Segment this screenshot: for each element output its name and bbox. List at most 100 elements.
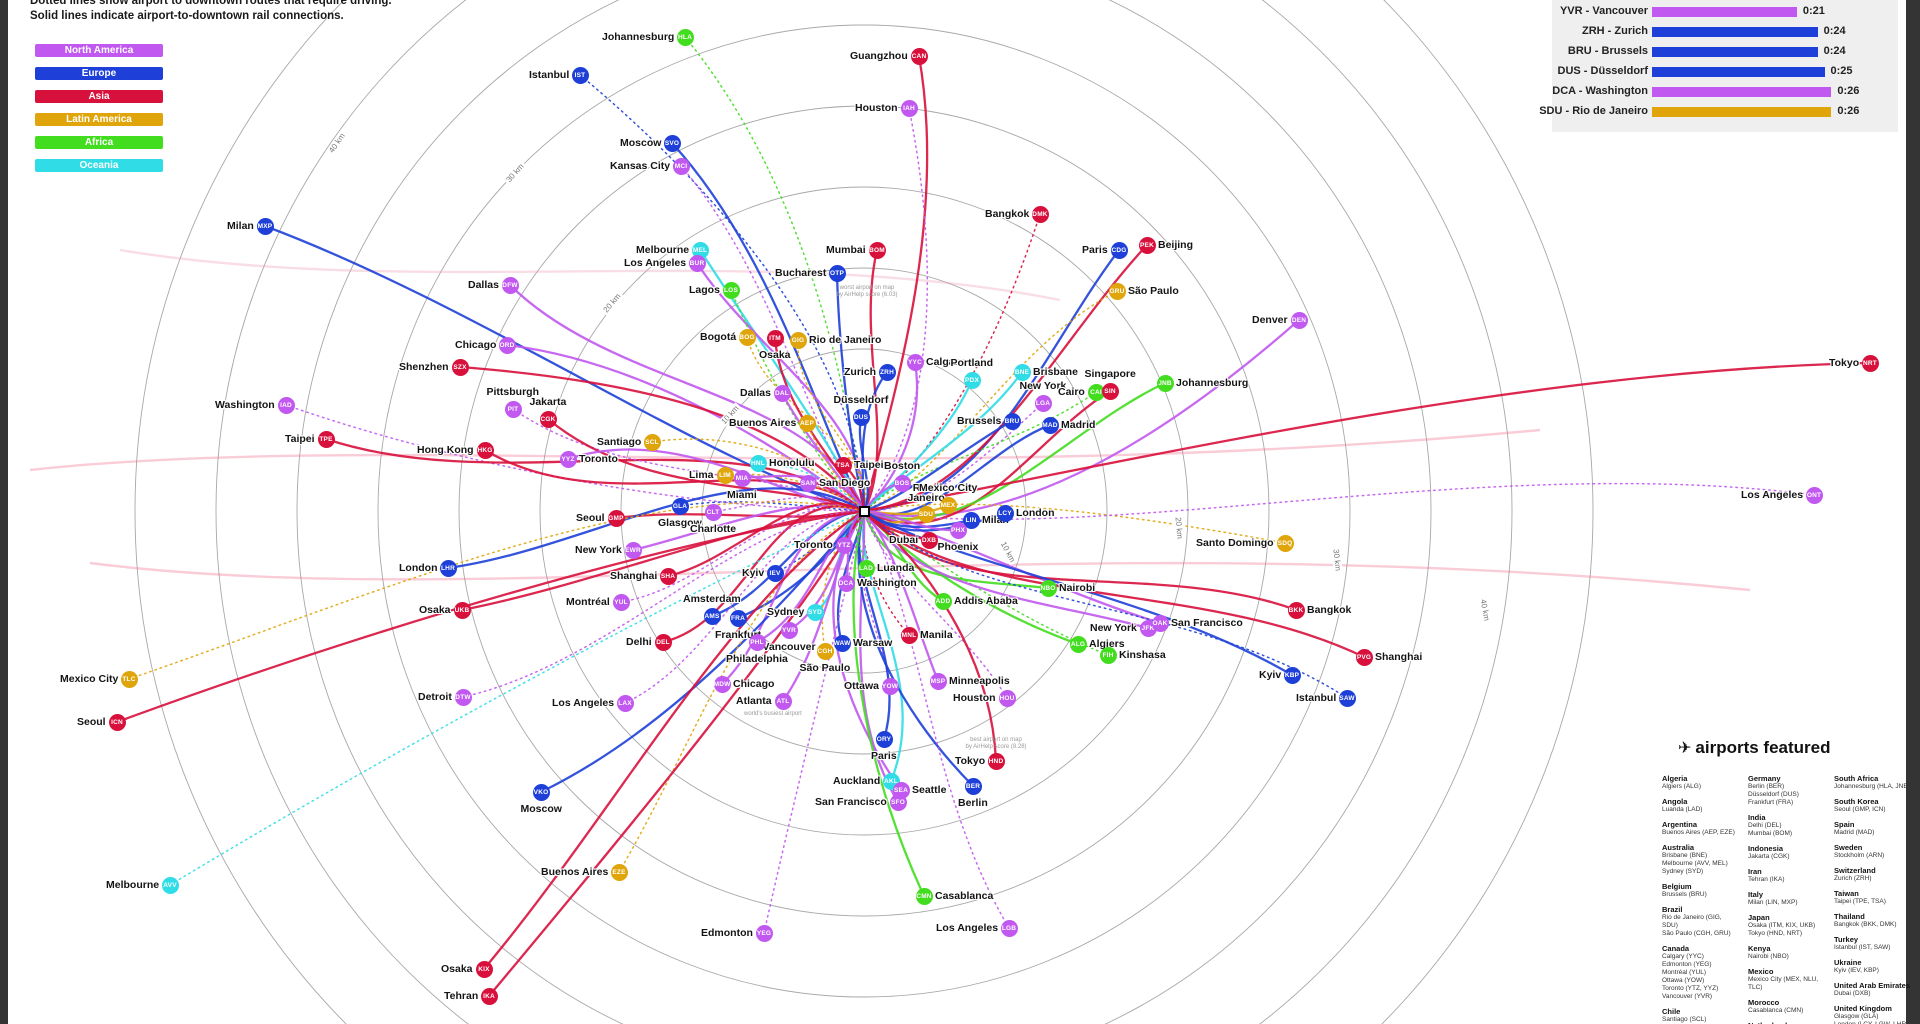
airport-badge-DMK[interactable]: DMK [1031, 205, 1049, 223]
airport-badge-DCA[interactable]: DCA [837, 574, 855, 592]
airport-badge-ADD[interactable]: ADD [934, 592, 952, 610]
airport-badge-MAD[interactable]: MAD [1041, 416, 1059, 434]
airport-badge-BRU[interactable]: BRU [1003, 412, 1021, 430]
airport-badge-ITM[interactable]: ITM [766, 329, 784, 347]
airport-badge-HKG[interactable]: HKG [476, 441, 494, 459]
airport-badge-LGB[interactable]: LGB [1000, 919, 1018, 937]
airport-badge-SVO[interactable]: SVO [663, 134, 681, 152]
airport-badge-EZE[interactable]: EZE [610, 863, 628, 881]
airport-badge-IAH[interactable]: IAH [900, 99, 918, 117]
airport-badge-YVR[interactable]: YVR [780, 621, 798, 639]
airport-badge-YEG[interactable]: YEG [755, 924, 773, 942]
airport-badge-MEX[interactable]: MEX [939, 496, 957, 514]
airport-badge-SHA[interactable]: SHA [659, 567, 677, 585]
airport-badge-SIN[interactable]: SIN [1101, 382, 1119, 400]
airport-badge-MXP[interactable]: MXP [256, 217, 274, 235]
airport-badge-LHR[interactable]: LHR [439, 559, 457, 577]
airport-badge-SYD[interactable]: SYD [806, 603, 824, 621]
airport-badge-TSA[interactable]: TSA [834, 456, 852, 474]
airport-badge-CDG[interactable]: CDG [1110, 241, 1128, 259]
airport-badge-PDX[interactable]: PDX [963, 371, 981, 389]
airport-badge-AEP[interactable]: AEP [798, 414, 816, 432]
airport-badge-LOS[interactable]: LOS [722, 281, 740, 299]
airport-badge-BOG[interactable]: BOG [738, 328, 756, 346]
airport-badge-SFO[interactable]: SFO [889, 793, 907, 811]
airport-badge-MCI[interactable]: MCI [672, 157, 690, 175]
airport-badge-JNB[interactable]: JNB [1156, 374, 1174, 392]
airport-badge-ZRH[interactable]: ZRH [878, 363, 896, 381]
airport-badge-DUS[interactable]: DUS [852, 408, 870, 426]
airport-badge-SAW[interactable]: SAW [1338, 689, 1356, 707]
airport-badge-CMN[interactable]: CMN [915, 887, 933, 905]
airport-badge-YUL[interactable]: YUL [612, 593, 630, 611]
airport-badge-GRU[interactable]: GRU [1108, 282, 1126, 300]
airport-badge-SCL[interactable]: SCL [643, 433, 661, 451]
airport-badge-SDQ[interactable]: SDQ [1276, 534, 1294, 552]
airport-badge-HLA[interactable]: HLA [676, 28, 694, 46]
airport-badge-PHL[interactable]: PHL [748, 633, 766, 651]
airport-badge-WAW[interactable]: WAW [833, 634, 851, 652]
airport-badge-LIN[interactable]: LIN [962, 511, 980, 529]
airport-badge-LAD[interactable]: LAD [857, 559, 875, 577]
airport-badge-IST[interactable]: IST [571, 66, 589, 84]
airport-badge-YOW[interactable]: YOW [881, 677, 899, 695]
airport-badge-IAD[interactable]: IAD [277, 396, 295, 414]
airport-badge-PHX[interactable]: PHX [949, 521, 967, 539]
airport-badge-TPE[interactable]: TPE [317, 430, 335, 448]
airport-badge-PEK[interactable]: PEK [1138, 236, 1156, 254]
airport-badge-EWR[interactable]: EWR [624, 541, 642, 559]
airport-badge-CAN[interactable]: CAN [910, 47, 928, 65]
airport-badge-MNL[interactable]: MNL [900, 626, 918, 644]
airport-badge-FIH[interactable]: FIH [1099, 646, 1117, 664]
airport-badge-FRA[interactable]: FRA [729, 609, 747, 627]
airport-badge-VKO[interactable]: VKO [532, 783, 550, 801]
airport-badge-KBP[interactable]: KBP [1283, 666, 1301, 684]
airport-badge-BUR[interactable]: BUR [688, 254, 706, 272]
airport-badge-GIG[interactable]: GIG [789, 331, 807, 349]
airport-badge-BER[interactable]: BER [964, 777, 982, 795]
airport-badge-AMS[interactable]: AMS [703, 607, 721, 625]
airport-badge-ORD[interactable]: ORD [498, 336, 516, 354]
airport-badge-DEL[interactable]: DEL [654, 633, 672, 651]
airport-badge-OAK[interactable]: OAK [1151, 614, 1169, 632]
airport-badge-YYZ[interactable]: YYZ [559, 450, 577, 468]
airport-badge-HNL[interactable]: HNL [749, 454, 767, 472]
airport-badge-AVV[interactable]: AVV [161, 876, 179, 894]
airport-badge-DAL[interactable]: DAL [773, 384, 791, 402]
airport-badge-PIT[interactable]: PIT [504, 400, 522, 418]
airport-badge-DFW[interactable]: DFW [501, 276, 519, 294]
airport-badge-ONT[interactable]: ONT [1805, 486, 1823, 504]
airport-badge-LIM[interactable]: LIM [716, 466, 734, 484]
airport-badge-DXB[interactable]: DXB [920, 531, 938, 549]
airport-badge-BKK[interactable]: BKK [1287, 601, 1305, 619]
airport-badge-ATL[interactable]: ATL [774, 692, 792, 710]
airport-badge-LCY[interactable]: LCY [996, 504, 1014, 522]
airport-badge-OTP[interactable]: OTP [828, 264, 846, 282]
airport-badge-MDW[interactable]: MDW [713, 675, 731, 693]
airport-badge-IEV[interactable]: IEV [766, 564, 784, 582]
airport-badge-PVG[interactable]: PVG [1355, 648, 1373, 666]
airport-badge-SZX[interactable]: SZX [451, 358, 469, 376]
airport-badge-ALG[interactable]: ALG [1069, 635, 1087, 653]
airport-badge-NBO[interactable]: NBO [1039, 579, 1057, 597]
airport-badge-CAI[interactable]: CAI [1087, 383, 1105, 401]
airport-badge-TLC[interactable]: TLC [120, 670, 138, 688]
airport-badge-YTZ[interactable]: YTZ [835, 536, 853, 554]
airport-badge-ORY[interactable]: ORY [875, 730, 893, 748]
airport-badge-CLT[interactable]: CLT [704, 503, 722, 521]
airport-badge-SDU[interactable]: SDU [917, 505, 935, 523]
airport-badge-BNE[interactable]: BNE [1013, 363, 1031, 381]
airport-badge-GMP[interactable]: GMP [607, 509, 625, 527]
airport-badge-MIA[interactable]: MIA [733, 469, 751, 487]
airport-badge-CGK[interactable]: CGK [539, 410, 557, 428]
airport-badge-HND[interactable]: HND [987, 752, 1005, 770]
airport-badge-NRT[interactable]: NRT [1861, 354, 1879, 372]
airport-badge-BOS[interactable]: BOS [893, 474, 911, 492]
airport-badge-YYC[interactable]: YYC [906, 353, 924, 371]
airport-badge-GLA[interactable]: GLA [671, 497, 689, 515]
airport-badge-DTW[interactable]: DTW [454, 688, 472, 706]
airport-badge-ICN[interactable]: ICN [108, 713, 126, 731]
airport-badge-DEN[interactable]: DEN [1290, 311, 1308, 329]
airport-badge-SAN[interactable]: SAN [799, 474, 817, 492]
airport-badge-LGA[interactable]: LGA [1034, 394, 1052, 412]
